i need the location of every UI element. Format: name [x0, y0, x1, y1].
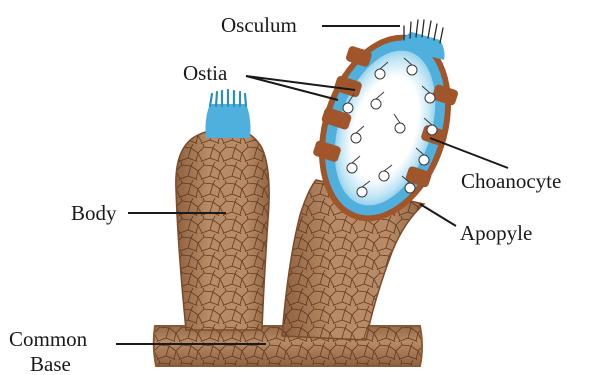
apopyle-leader [420, 204, 456, 226]
left-osculum-tuft [206, 90, 251, 138]
ostia-label: Ostia [183, 61, 228, 85]
osculum-label: Osculum [221, 13, 297, 37]
choanocyte-label: Choanocyte [461, 169, 561, 193]
apopyle-label: Apopyle [460, 221, 532, 245]
common-base-label-line1: Common [9, 327, 88, 351]
ostia-leader-2 [246, 76, 338, 100]
body-label: Body [71, 201, 117, 225]
common-base-label-line2: Base [30, 352, 71, 375]
left-body [176, 128, 269, 330]
